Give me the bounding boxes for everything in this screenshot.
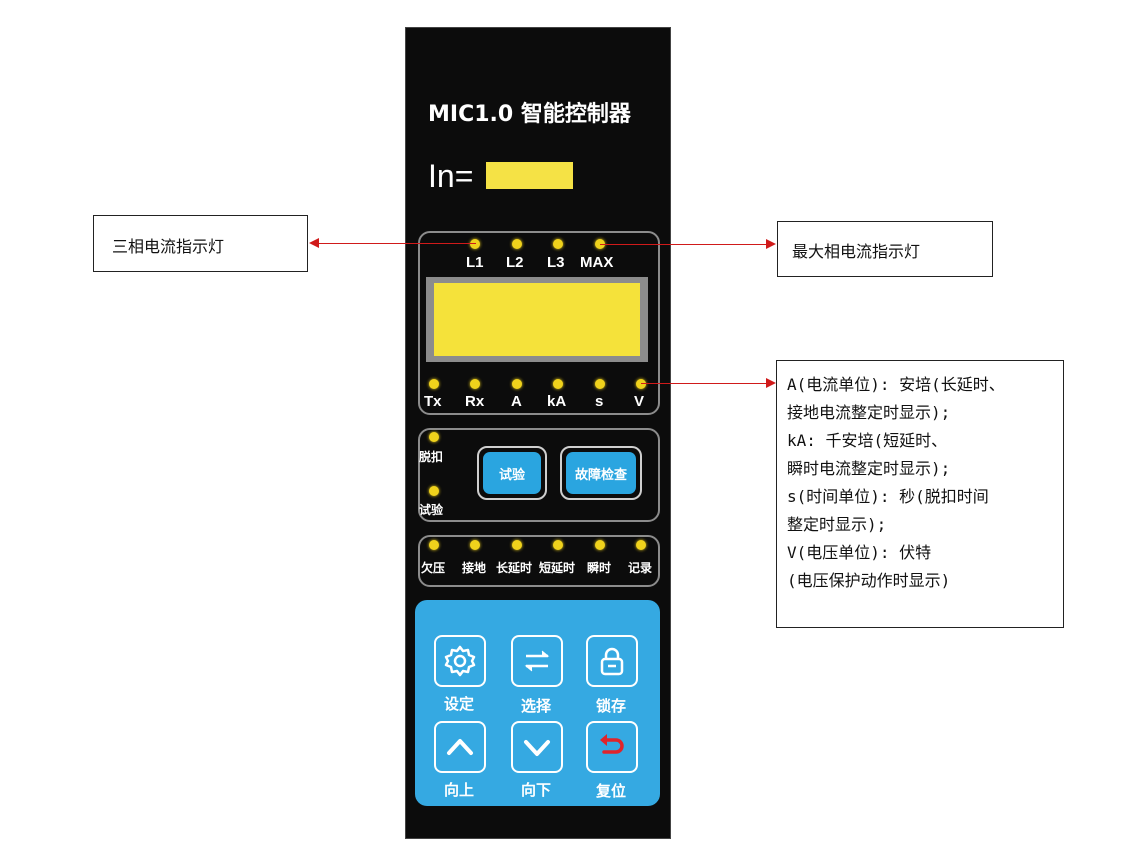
callout-max-phase: 最大相电流指示灯	[777, 221, 993, 277]
led-v	[636, 379, 646, 389]
arrow-line-units	[641, 383, 767, 384]
units-line-5: s(时间单位): 秒(脱扣时间	[787, 487, 989, 506]
fault-label-short-delay: 短延时	[539, 561, 576, 575]
fault-label-undervoltage: 欠压	[421, 561, 446, 575]
lock-key[interactable]	[586, 635, 638, 687]
led-record	[636, 540, 646, 550]
led-long-delay	[512, 540, 522, 550]
panel-title: MIC1.0 智能控制器	[428, 102, 631, 127]
fault-check-button-label: 故障检查	[566, 452, 636, 494]
led-label-rx: Rx	[465, 393, 485, 410]
led-ground	[470, 540, 480, 550]
down-key[interactable]	[511, 721, 563, 773]
select-key[interactable]	[511, 635, 563, 687]
callout-units-text: A(电流单位): 安培(长延时、 接地电流整定时显示); kA: 千安培(短延时…	[787, 371, 1005, 595]
chevron-up-icon	[447, 739, 473, 755]
led-test	[429, 486, 439, 496]
fault-label-ground: 接地	[462, 561, 487, 575]
led-trip	[429, 432, 439, 442]
units-line-4: 瞬时电流整定时显示);	[787, 459, 951, 478]
led-tx	[429, 379, 439, 389]
led-label-tx: Tx	[424, 393, 442, 410]
led-label-l2: L2	[506, 254, 524, 271]
led-short-delay	[553, 540, 563, 550]
led-label-ka: kA	[547, 393, 567, 410]
arrow-head-units	[766, 378, 776, 388]
down-key-label: 向下	[521, 781, 552, 799]
select-key-label: 选择	[521, 697, 552, 715]
undo-arrow-icon	[600, 734, 624, 754]
led-label-l3: L3	[547, 254, 565, 271]
chevron-down-icon	[524, 740, 550, 756]
trip-test-group	[418, 428, 660, 522]
led-a	[512, 379, 522, 389]
units-line-3: kA: 千安培(短延时、	[787, 431, 948, 450]
lcd-screen	[434, 283, 640, 356]
led-label-s: s	[595, 393, 604, 410]
led-l1	[470, 239, 480, 249]
arrow-head-three-phase	[309, 238, 319, 248]
units-line-8: (电压保护动作时显示)	[787, 571, 951, 590]
units-line-2: 接地电流整定时显示);	[787, 403, 951, 422]
led-label-v: V	[634, 393, 645, 410]
callout-three-phase-text: 三相电流指示灯	[112, 237, 225, 256]
units-line-6: 整定时显示);	[787, 515, 887, 534]
led-l2	[512, 239, 522, 249]
lock-key-label: 锁存	[596, 697, 627, 715]
lock-icon	[600, 647, 624, 676]
fault-label-instant: 瞬时	[587, 561, 612, 575]
led-undervoltage	[429, 540, 439, 550]
test-button[interactable]: 试验	[477, 446, 547, 500]
fault-label-record: 记录	[628, 561, 653, 575]
led-ka	[553, 379, 563, 389]
up-key-label: 向上	[444, 781, 475, 799]
reset-key-label: 复位	[596, 782, 627, 800]
led-l3	[553, 239, 563, 249]
callout-max-phase-text: 最大相电流指示灯	[792, 242, 921, 261]
settings-key-label: 设定	[444, 695, 475, 713]
test-button-label: 试验	[483, 452, 541, 494]
units-line-7: V(电压单位): 伏特	[787, 543, 932, 562]
fault-leds-group	[418, 535, 660, 587]
arrow-line-three-phase	[318, 243, 476, 244]
lcd-display	[426, 277, 648, 362]
led-instant	[595, 540, 605, 550]
led-label-max: MAX	[580, 254, 614, 271]
rated-current-label: In=	[428, 158, 474, 194]
led-label-a: A	[511, 393, 522, 410]
led-s	[595, 379, 605, 389]
phase-display-group	[418, 231, 660, 415]
rated-current-value-box	[486, 162, 573, 189]
test-label: 试验	[419, 503, 444, 517]
led-rx	[470, 379, 480, 389]
settings-key[interactable]	[434, 635, 486, 687]
swap-arrows-icon	[524, 650, 550, 672]
reset-key[interactable]	[586, 721, 638, 773]
led-label-l1: L1	[466, 254, 484, 271]
fault-check-button[interactable]: 故障检查	[560, 446, 642, 500]
gear-icon	[444, 645, 476, 677]
trip-label: 脱扣	[419, 450, 444, 464]
callout-units: A(电流单位): 安培(长延时、 接地电流整定时显示); kA: 千安培(短延时…	[776, 360, 1064, 628]
arrow-head-max-phase	[766, 239, 776, 249]
callout-three-phase: 三相电流指示灯	[93, 215, 308, 272]
fault-label-long-delay: 长延时	[496, 561, 533, 575]
arrow-line-max-phase	[600, 244, 767, 245]
units-line-1: A(电流单位): 安培(长延时、	[787, 375, 1005, 394]
up-key[interactable]	[434, 721, 486, 773]
